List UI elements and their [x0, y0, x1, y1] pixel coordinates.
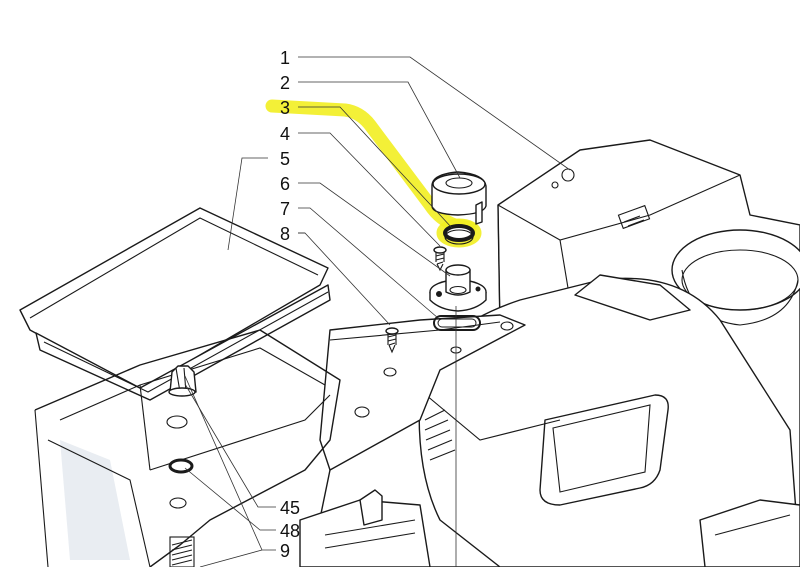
- leader-lines: [184, 56, 571, 567]
- callout-2: 2: [280, 73, 290, 93]
- lower-components: [299, 489, 800, 567]
- callout-45: 45: [280, 498, 300, 518]
- highlight-marker-seal: [436, 218, 482, 248]
- part-6-valve-seat: [429, 264, 487, 312]
- callout-8: 8: [280, 224, 290, 244]
- callout-48: 48: [280, 521, 300, 541]
- callout-7: 7: [280, 199, 290, 219]
- callout-labels: 1 2 3 4 5 6 7 8 45 48 9: [280, 48, 300, 561]
- callout-6: 6: [280, 174, 290, 194]
- part-7-oring: [433, 315, 481, 331]
- callout-4: 4: [280, 124, 290, 144]
- part-8-screw: [385, 327, 399, 354]
- part-4-screw: [433, 246, 447, 272]
- callout-1: 1: [280, 48, 290, 68]
- part-2-cap: [431, 171, 487, 225]
- callout-5: 5: [280, 149, 290, 169]
- part-3-gasket: [443, 224, 475, 245]
- callout-9: 9: [280, 541, 290, 561]
- front-cover: [418, 274, 800, 567]
- callout-3: 3: [280, 98, 290, 118]
